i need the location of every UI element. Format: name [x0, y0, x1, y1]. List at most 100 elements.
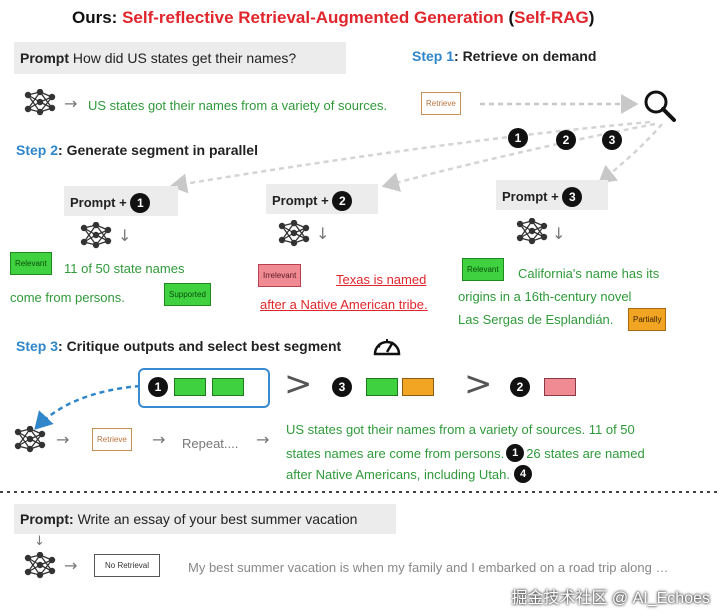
branch3-prompt-text: Prompt +	[502, 189, 559, 204]
relevant-tag-1: Relevant	[10, 252, 52, 275]
supported-tag: Supported	[164, 283, 211, 306]
arrow-right-icon: →	[56, 430, 70, 449]
final-line3: after Native Americans, including Utah. …	[286, 465, 532, 483]
branch2-badge: 2	[332, 191, 353, 211]
branch1-line1: 11 of 50 state names	[64, 261, 185, 276]
rank-first-badge: 1	[148, 377, 168, 397]
lm-icon	[14, 426, 46, 453]
irrelevant-tag: Irrelevant	[258, 264, 302, 287]
doc2-arrow	[381, 122, 656, 192]
prompt2: Prompt: Write an essay of your best summ…	[20, 511, 357, 527]
final-line3-text: after Native Americans, including Utah.	[286, 466, 510, 482]
search-icon	[644, 90, 676, 122]
prompt1-label: Prompt	[20, 50, 69, 66]
watermark: 掘金技术社区 @ AI_Echoes	[511, 590, 710, 607]
branch1-line2: come from persons.	[10, 290, 125, 305]
arrow-down-icon: ↓	[552, 224, 566, 243]
branch2-prompt-box	[266, 184, 378, 214]
retrieve-tag: Retrieve	[421, 92, 461, 115]
step1-label: Step 1: Retrieve on demand	[412, 48, 596, 64]
doc3-arrow	[598, 123, 663, 184]
branch3-line1: California's name has its	[518, 266, 660, 281]
final-line2a: states names are come from persons.	[286, 445, 505, 461]
branch2-prompt-text: Prompt +	[272, 193, 329, 208]
branch1-prompt: Prompt + 1	[70, 193, 151, 213]
arrow-down-icon: ↓	[34, 534, 45, 549]
branch2-line1: Texas is named	[336, 272, 427, 287]
rank-third: 2	[510, 377, 576, 397]
lm-icon	[516, 218, 548, 245]
partially-tag: Partially	[628, 308, 667, 331]
final-line2: states names are come from persons. 1 26…	[286, 444, 645, 462]
gauge-icon	[373, 339, 401, 356]
arrow-down-icon: ↓	[316, 224, 330, 243]
retrieved-doc-3-badge: 3	[602, 130, 622, 150]
lm-icon	[80, 222, 112, 249]
partially-marker	[402, 378, 434, 396]
vacation-output: My best summer vacation is when my famil…	[188, 560, 669, 575]
branch1-prompt-text: Prompt +	[70, 195, 127, 210]
step2-num: Step 2	[16, 142, 59, 158]
prompt2-box	[14, 504, 396, 534]
prompt2-text: Write an essay of your best summer vacat…	[77, 511, 358, 527]
step1-text: : Retrieve on demand	[454, 48, 597, 64]
title-open-paren: (	[503, 8, 515, 27]
title-abbr: Self-RAG	[514, 8, 589, 27]
greater-than-1: >	[284, 364, 313, 404]
step3-label: Step 3: Critique outputs and select best…	[16, 338, 341, 354]
lm-icon	[24, 89, 56, 116]
rank-third-badge: 2	[510, 377, 530, 397]
supported-marker	[212, 378, 244, 396]
branch3-badge: 3	[562, 187, 583, 207]
step2-text: : Generate segment in parallel	[58, 142, 258, 158]
rank-first: 1	[148, 377, 244, 397]
prompt1-box	[14, 42, 346, 74]
loop-back-arrow	[34, 384, 141, 430]
step2-label: Step 2: Generate segment in parallel	[16, 142, 258, 158]
branch3-line3: Las Sergas de Esplandián.	[458, 312, 614, 327]
citation-4-badge: 4	[514, 465, 532, 483]
retrieved-doc-2-badge: 2	[556, 130, 576, 150]
doc1-arrow	[169, 120, 651, 194]
branch3-prompt: Prompt + 3	[502, 187, 583, 207]
relevant-marker	[174, 378, 206, 396]
initial-output: US states got their names from a variety…	[88, 98, 388, 113]
branch2-line2: after a Native American tribe.	[260, 297, 428, 312]
arrow-right-icon: →	[64, 94, 78, 113]
greater-than-2: >	[464, 364, 493, 404]
step3-num: Step 3	[16, 338, 59, 354]
lm-icon	[278, 220, 310, 247]
title-prefix: Ours:	[72, 8, 123, 27]
repeat-label: Repeat....	[182, 436, 239, 451]
branch3-line2: origins in a 16th-century novel	[458, 289, 632, 304]
citation-1-badge: 1	[506, 444, 525, 462]
prompt2-label: Prompt:	[20, 511, 74, 527]
title-close-paren: )	[588, 8, 595, 27]
retrieved-doc-1-badge: 1	[508, 128, 528, 148]
final-line2b: 26 states are named	[526, 445, 645, 461]
final-line1: US states got their names from a variety…	[286, 422, 635, 437]
title-name: Self-reflective Retrieval-Augmented Gene…	[122, 8, 504, 27]
arrow-right-icon: →	[152, 430, 166, 449]
relevant-tag-3: Relevant	[462, 258, 504, 281]
prompt1: Prompt How did US states get their names…	[20, 50, 296, 66]
branch1-prompt-box	[64, 186, 178, 216]
arrow-right-icon: →	[64, 556, 78, 575]
prompt1-text: How did US states get their names?	[72, 50, 297, 66]
step1-num: Step 1	[412, 48, 455, 64]
arrow-right-icon: →	[256, 430, 270, 449]
branch2-prompt: Prompt + 2	[272, 191, 353, 211]
retrieve-tag-2: Retrieve	[92, 428, 132, 451]
rank-second-badge: 3	[332, 377, 352, 397]
lm-icon	[24, 552, 56, 579]
branch3-prompt-box	[496, 180, 608, 210]
no-retrieval-tag: No Retrieval	[94, 554, 161, 577]
figure-title: Ours: Self-reflective Retrieval-Augmente…	[72, 8, 594, 28]
rank-second: 3	[332, 377, 434, 397]
relevant-marker	[366, 378, 398, 396]
arrow-down-icon: ↓	[118, 226, 132, 245]
irrelevant-marker	[544, 378, 576, 396]
step3-text: : Critique outputs and select best segme…	[58, 338, 342, 354]
branch1-badge: 1	[130, 193, 151, 213]
